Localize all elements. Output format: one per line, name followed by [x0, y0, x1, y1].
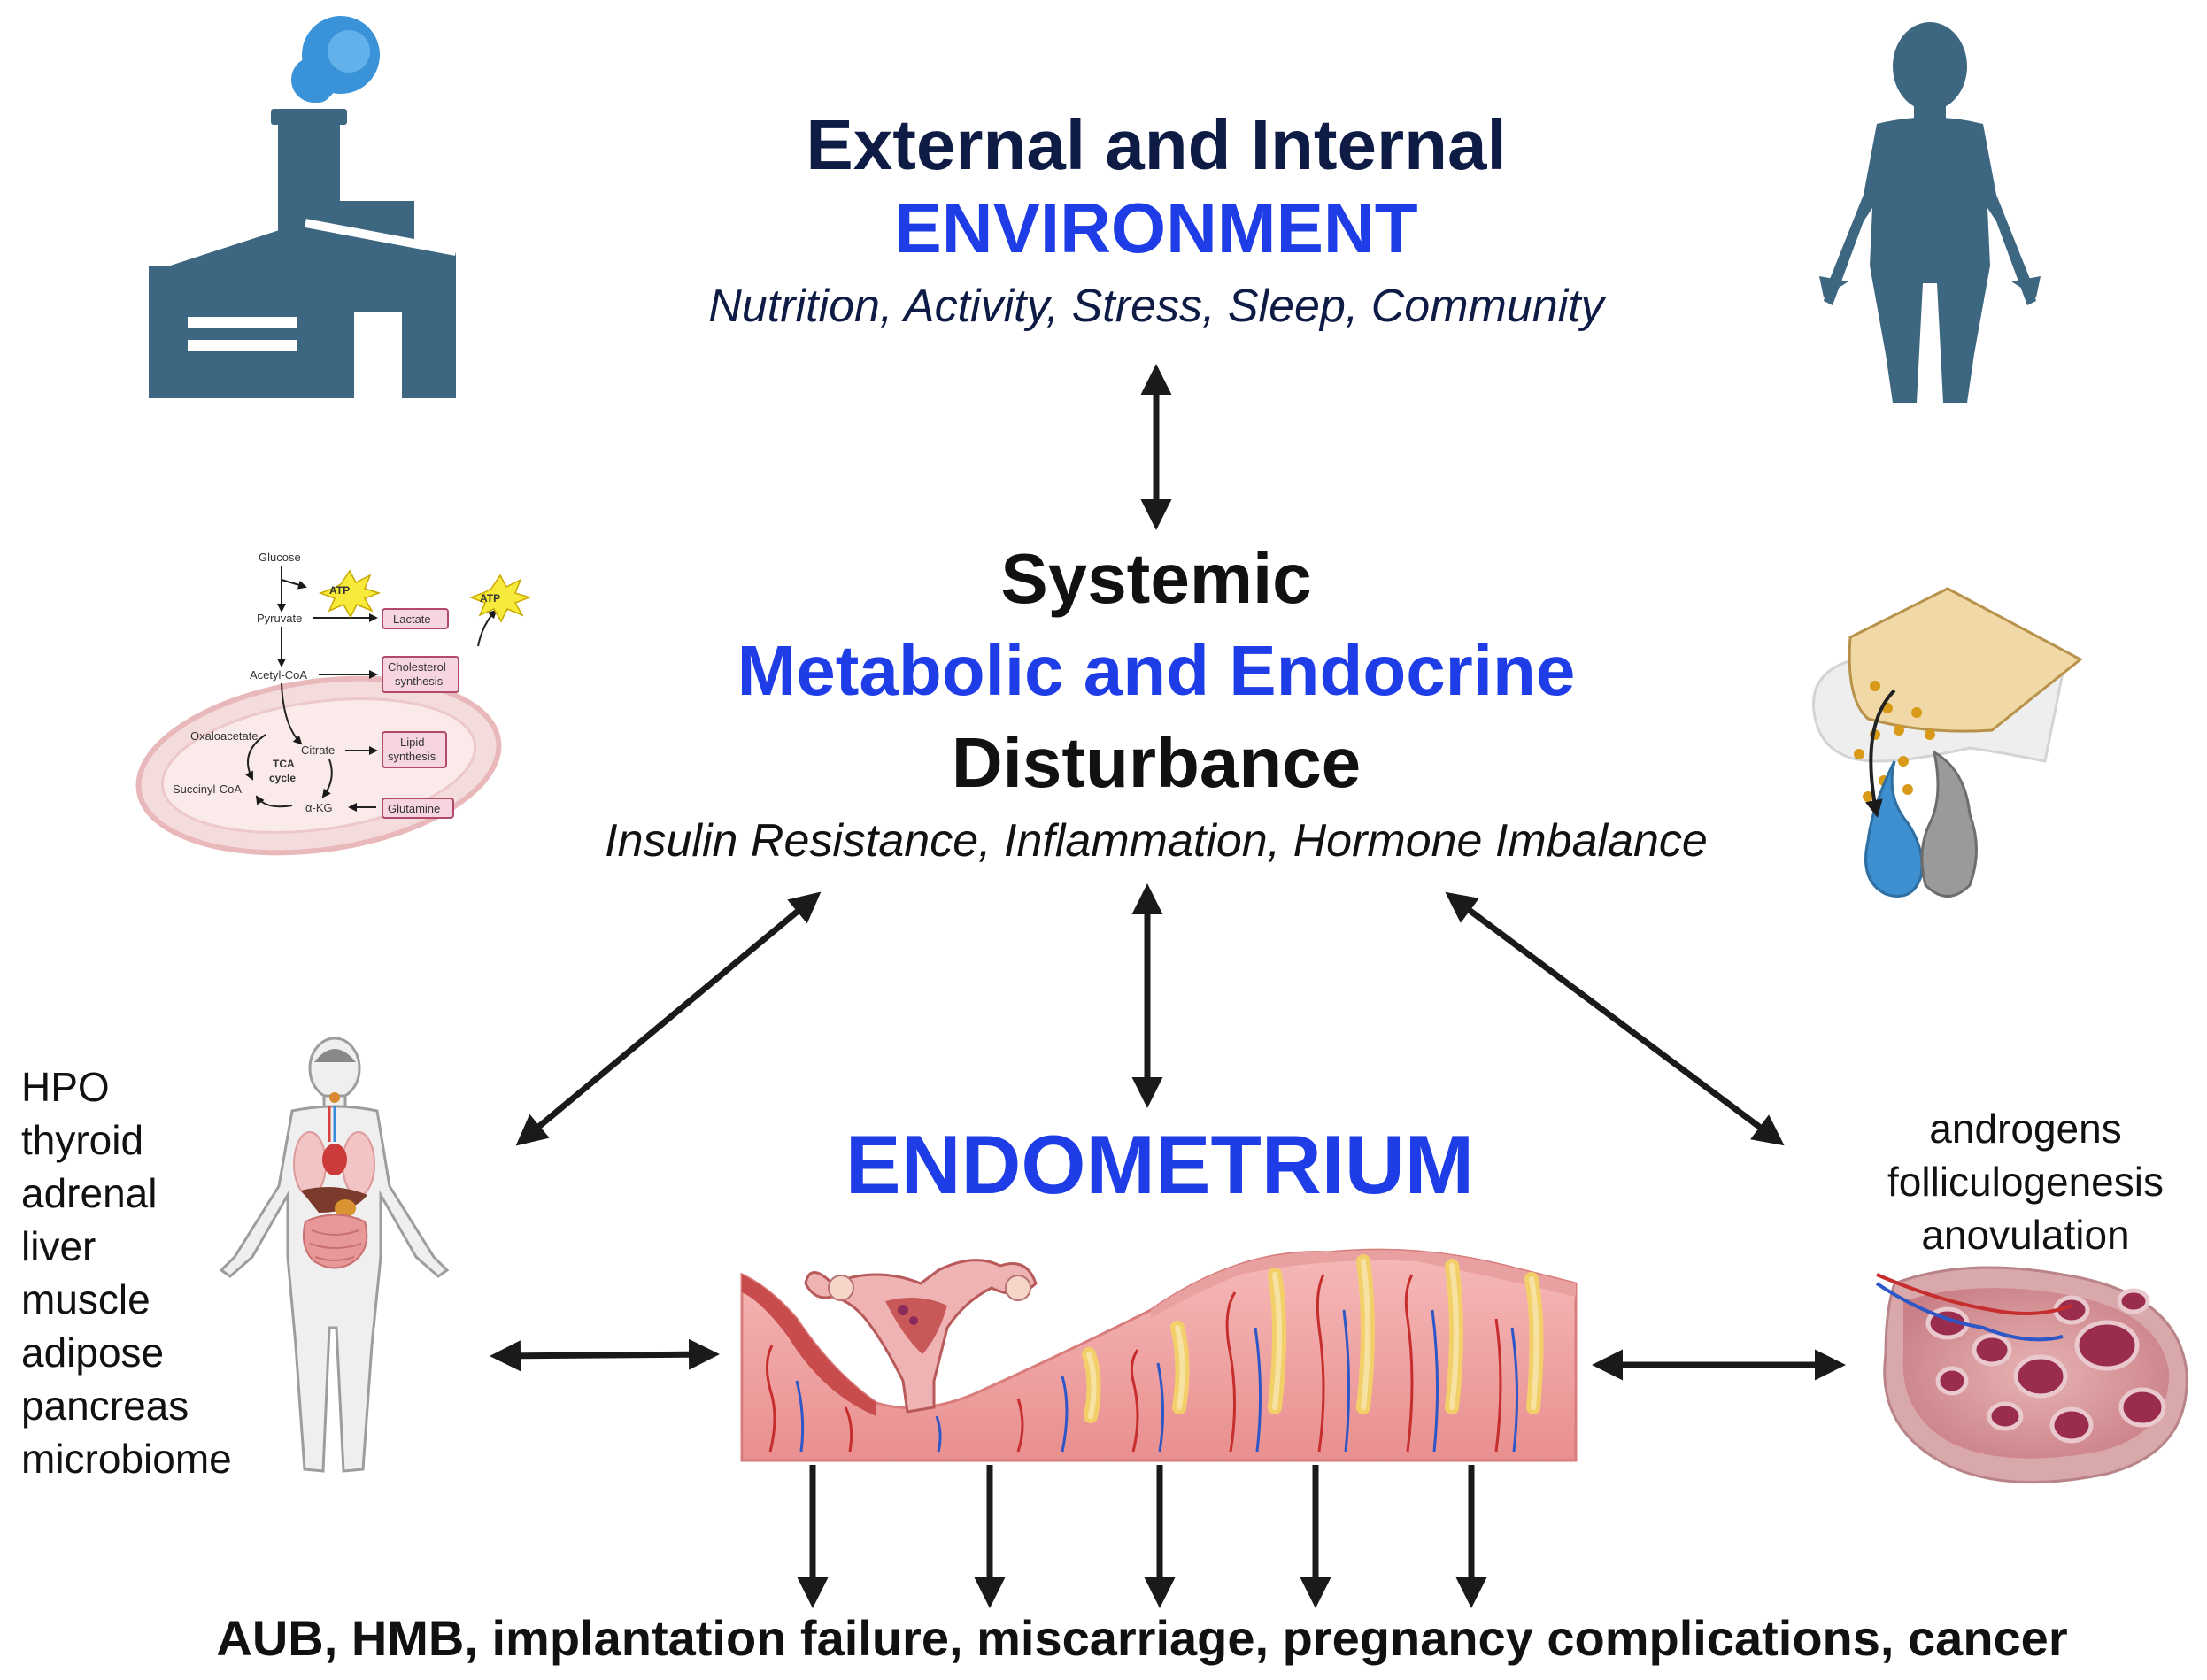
- svg-text:Acetyl-CoA: Acetyl-CoA: [250, 668, 307, 682]
- organ-item: thyroid: [21, 1117, 144, 1163]
- human-anatomy-icon: [219, 1037, 450, 1473]
- endometrium-title: ENDOMETRIUM: [845, 1118, 1475, 1211]
- svg-text:Pyruvate: Pyruvate: [257, 612, 302, 625]
- systemic-title-line2: Metabolic and Endocrine: [737, 631, 1576, 710]
- svg-text:Succinyl-CoA: Succinyl-CoA: [173, 782, 242, 796]
- ovary-effect-item: anovulation: [1921, 1212, 2130, 1258]
- organ-item: liver: [21, 1223, 96, 1269]
- arrows: [490, 364, 1846, 1608]
- svg-text:ATP: ATP: [329, 584, 350, 597]
- svg-text:α-KG: α-KG: [305, 801, 333, 814]
- endometrium-tissue-illustration: [740, 1248, 1578, 1462]
- outcomes-text: AUB, HMB, implantation failure, miscarri…: [216, 1610, 2068, 1666]
- arrow-organs-endometrium: [490, 1338, 720, 1372]
- mitochondria-metabolism-icon: Glucose ATP ATP Pyruvate Lactate Acetyl-…: [135, 551, 532, 856]
- ovary-effect-item: androgens: [1929, 1106, 2122, 1152]
- organ-list: HPO thyroid adrenal liver muscle adipose…: [21, 1060, 232, 1485]
- organ-item: muscle: [21, 1276, 150, 1322]
- arrow-systemic-ovary: [1445, 891, 1785, 1146]
- environment-title-line2: ENVIRONMENT: [894, 189, 1418, 267]
- systemic-title-line3: Disturbance: [951, 723, 1362, 802]
- svg-text:Lipid: Lipid: [400, 736, 424, 749]
- svg-text:Cholesterol: Cholesterol: [388, 660, 446, 674]
- ovary-effects-list: androgens folliculogenesis anovulation: [1887, 1102, 2164, 1261]
- environment-factors: Nutrition, Activity, Stress, Sleep, Comm…: [708, 281, 1604, 332]
- uterus-icon: [804, 1259, 1038, 1414]
- human-silhouette-icon: [1819, 22, 2041, 403]
- organ-item: adipose: [21, 1329, 165, 1376]
- ovary-icon: [1875, 1266, 2188, 1484]
- pancreas-secretion-icon: [1812, 587, 2083, 898]
- environment-title-line1: External and Internal: [806, 105, 1507, 184]
- organ-item: pancreas: [21, 1383, 189, 1429]
- organ-item: HPO: [21, 1064, 110, 1110]
- svg-text:Citrate: Citrate: [301, 744, 335, 757]
- svg-text:synthesis: synthesis: [388, 750, 436, 763]
- svg-text:Lactate: Lactate: [393, 613, 431, 626]
- svg-text:cycle: cycle: [269, 772, 296, 784]
- systemic-factors: Insulin Resistance, Inflammation, Hormon…: [605, 815, 1708, 867]
- systemic-title-line1: Systemic: [1000, 539, 1312, 618]
- organ-item: adrenal: [21, 1170, 158, 1216]
- organ-item: microbiome: [21, 1436, 232, 1482]
- svg-text:Glutamine: Glutamine: [388, 802, 440, 815]
- svg-text:TCA: TCA: [273, 758, 295, 770]
- svg-text:ATP: ATP: [480, 592, 500, 605]
- ovary-effect-item: folliculogenesis: [1887, 1159, 2164, 1205]
- svg-text:Oxaloacetate: Oxaloacetate: [190, 729, 259, 743]
- factory-icon: [149, 16, 457, 398]
- arrow-systemic-organs: [515, 891, 822, 1146]
- svg-text:synthesis: synthesis: [395, 674, 444, 688]
- svg-text:Glucose: Glucose: [259, 551, 301, 564]
